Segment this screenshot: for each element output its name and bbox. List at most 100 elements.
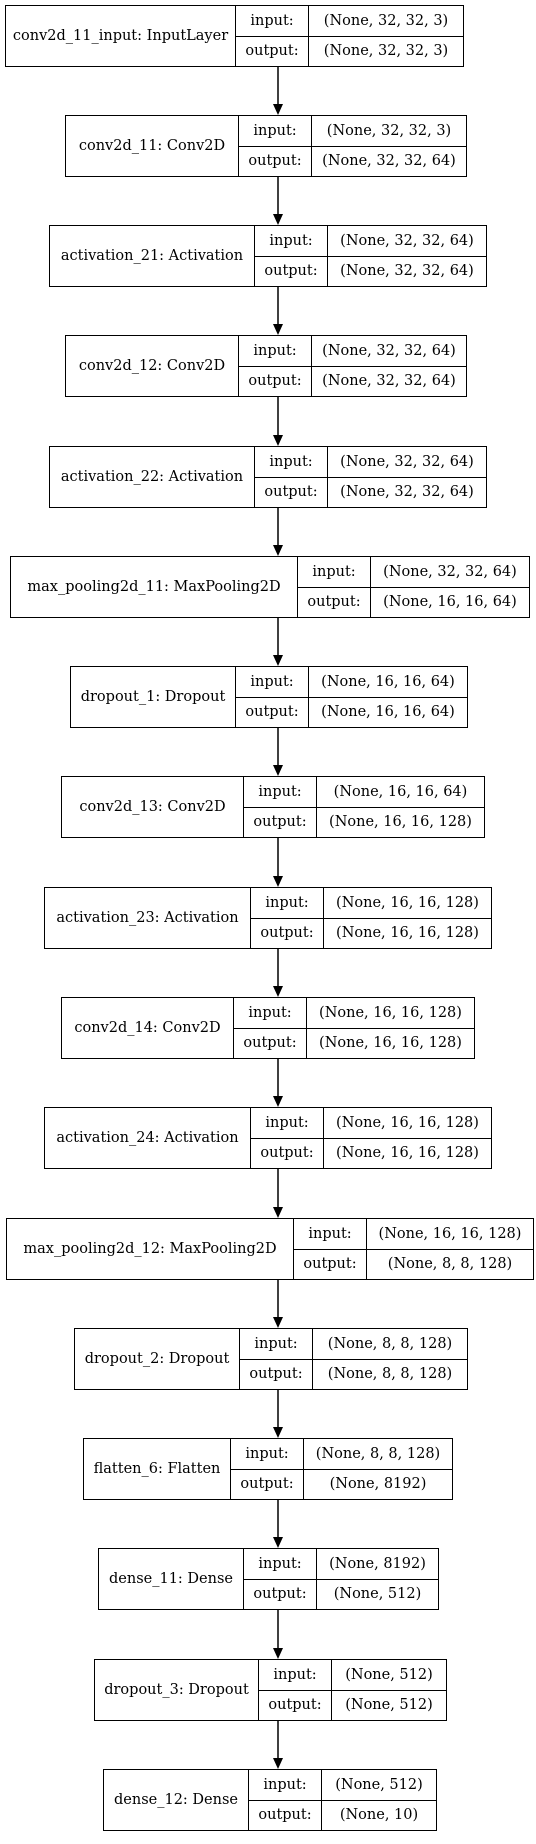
output-label: output:	[240, 1359, 313, 1389]
layer-name: max_pooling2d_11: MaxPooling2D	[11, 557, 298, 617]
output-row: output:(None, 8, 8, 128)	[240, 1358, 467, 1389]
output-row: output:(None, 32, 32, 64)	[255, 476, 486, 507]
layer-name: dense_11: Dense	[99, 1549, 244, 1609]
arrow-head-icon	[273, 1096, 283, 1107]
input-label: input:	[251, 1108, 324, 1138]
input-shape: (None, 16, 16, 64)	[333, 783, 468, 800]
output-row: output:(None, 32, 32, 64)	[255, 255, 486, 286]
output-label: output:	[259, 1690, 332, 1720]
output-shape: (None, 8, 8, 128)	[387, 1256, 513, 1273]
layer-shapes: input: (None, 16, 16, 64) output: (None, 16…	[244, 777, 484, 837]
layer-shapes: input:(None, 16, 16, 128)output: (None, 1…	[251, 888, 491, 948]
layer-name: dense_12: Dense	[104, 1770, 249, 1830]
layer-name: dropout_3: Dropout	[95, 1660, 259, 1720]
layer-name: conv2d_12: Conv2D	[66, 336, 239, 396]
layer-name: dropout_1: Dropout	[71, 667, 236, 727]
output-shape: (None, 16, 16, 128)	[336, 925, 479, 942]
input-label: input:	[294, 1219, 367, 1249]
layer-name: activation_24: Activation	[45, 1108, 251, 1168]
layer-name: conv2d_11: Conv2D	[66, 116, 239, 176]
input-label: input:	[234, 998, 307, 1028]
input-row: input: (None, 8, 8, 128)	[240, 1329, 467, 1359]
input-row: input:(None, 512)	[259, 1660, 446, 1690]
arrow-head-icon	[273, 1317, 283, 1328]
input-shape: (None, 16, 16, 128)	[336, 1114, 479, 1131]
output-label: output:	[298, 587, 371, 617]
input-label: input:	[255, 447, 328, 477]
layer-shapes: input:(None, 16, 16, 128)output:(None, 8…	[294, 1219, 533, 1279]
layer-shapes: input:(None, 32, 32, 64)output:(None, 32…	[255, 226, 486, 286]
input-shape: (None, 512)	[345, 1666, 433, 1683]
input-row: input:(None, 32, 32, 64)	[255, 226, 486, 256]
input-label: input:	[236, 6, 309, 36]
input-row: input:(None, 16, 16, 64)	[236, 667, 467, 697]
input-shape: (None, 32, 32, 64)	[383, 563, 517, 580]
output-row: output: (None, 512)	[259, 1689, 446, 1720]
arrow-head-icon	[273, 1648, 283, 1659]
output-shape: (None, 16, 16, 64)	[383, 594, 517, 611]
input-shape: (None, 512)	[335, 1776, 423, 1793]
output-shape: (None, 32, 32, 64)	[322, 153, 456, 170]
output-label: output:	[251, 1138, 324, 1168]
output-label: output:	[244, 1579, 317, 1609]
output-shape: (None, 32, 32, 64)	[322, 373, 456, 390]
input-label: input:	[240, 1329, 313, 1359]
output-shape: (None, 10)	[339, 1807, 419, 1824]
layer-shapes: input:(None, 8192)output:(None, 512)	[244, 1549, 438, 1609]
input-label: input:	[239, 336, 312, 366]
output-shape: (None, 512)	[345, 1697, 433, 1714]
arrow-head-icon	[273, 1207, 283, 1218]
input-shape: (None, 16, 16, 128)	[319, 1004, 462, 1021]
arrow-head-icon	[273, 655, 283, 666]
output-label: output:	[236, 36, 309, 66]
output-shape: (None, 16, 16, 64)	[321, 704, 455, 721]
layer-shapes: input:(None, 32, 32, 64)output: (None, 16…	[298, 557, 529, 617]
input-label: input:	[231, 1439, 304, 1469]
output-row: output:(None, 16, 16, 64)	[236, 696, 467, 727]
arrow-head-icon	[273, 435, 283, 446]
output-label: output:	[239, 146, 312, 176]
output-shape: (None, 8192)	[329, 1476, 427, 1493]
output-label: output:	[244, 807, 317, 837]
arrow-head-icon	[273, 765, 283, 776]
input-row: input:(None, 16, 16, 128)	[251, 888, 491, 918]
arrow-head-icon	[273, 545, 283, 556]
input-label: input:	[239, 116, 312, 146]
input-label: input:	[244, 777, 317, 807]
arrow-head-icon	[273, 1537, 283, 1548]
layer-shapes: input:(None, 32, 32, 3)output:(None, 32,…	[236, 6, 463, 66]
output-label: output:	[231, 1469, 304, 1499]
layer-shapes: input:(None, 32, 32, 64)output:(None, 32…	[255, 447, 486, 507]
arrow-head-icon	[273, 324, 283, 335]
input-label: input:	[249, 1770, 322, 1800]
input-row: input: (None, 16, 16, 128)	[294, 1219, 533, 1249]
output-shape: (None, 16, 16, 128)	[329, 814, 472, 831]
input-shape: (None, 16, 16, 128)	[378, 1225, 522, 1242]
layer-name: activation_21: Activation	[50, 226, 255, 286]
input-shape: (None, 32, 32, 3)	[323, 12, 449, 29]
layer-name: activation_22: Activation	[50, 447, 255, 507]
layer-shapes: input:(None, 32, 32, 64)output:(None, 32…	[239, 336, 466, 396]
input-row: input:(None, 32, 32, 64)	[239, 336, 466, 366]
input-shape: (None, 32, 32, 64)	[340, 232, 474, 249]
output-label: output:	[251, 918, 324, 948]
input-shape: (None, 8, 8, 128)	[327, 1335, 453, 1352]
output-shape: (None, 32, 32, 64)	[340, 263, 474, 280]
layer-name: dropout_2: Dropout	[75, 1329, 240, 1389]
input-row: input:(None, 8, 8, 128)	[231, 1439, 452, 1469]
input-row: input:(None, 32, 32, 64)	[298, 557, 529, 587]
output-label: output:	[255, 477, 328, 507]
layer-name: conv2d_11_input: InputLayer	[6, 6, 236, 66]
layer-name: conv2d_14: Conv2D	[62, 998, 234, 1058]
output-label: output:	[249, 1800, 322, 1830]
